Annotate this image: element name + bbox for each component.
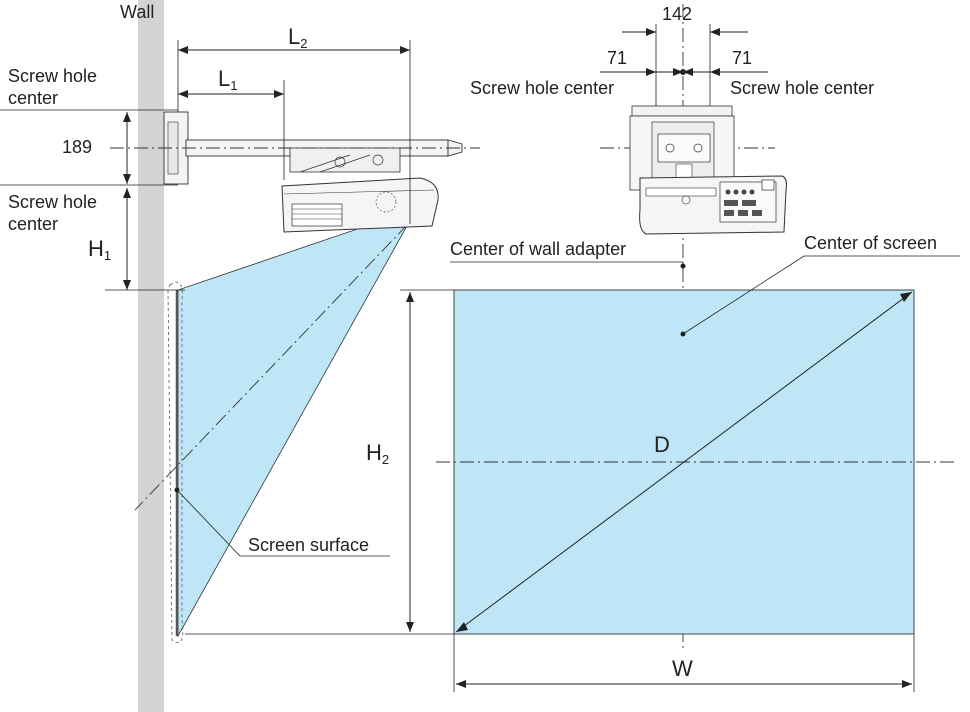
screen-surface-leader xyxy=(176,489,390,557)
projector-side-view xyxy=(281,177,439,233)
wall xyxy=(138,0,164,712)
screen-outline-dashed xyxy=(167,281,184,643)
projection-beam xyxy=(177,223,409,638)
center-of-wall-adapter-dot xyxy=(680,263,686,269)
screen-surface-label: Screen surface xyxy=(248,535,369,555)
dim-142-label: 142 xyxy=(662,4,692,24)
screw-hole-bottom-label-2: center xyxy=(8,214,58,234)
projector-front-view xyxy=(629,105,787,235)
center-of-screen-dot xyxy=(680,331,686,337)
dim-l1-label: L1 xyxy=(218,66,237,93)
screw-hole-top-label-1: Screw hole xyxy=(8,66,97,86)
dim-h2-label: H2 xyxy=(366,440,389,467)
width-label: W xyxy=(672,656,693,681)
screw-hole-bottom-label-1: Screw hole xyxy=(8,192,97,212)
screw-hole-top-label-2: center xyxy=(8,88,58,108)
dim-71-right-label: 71 xyxy=(732,48,752,68)
center-of-screen-label: Center of screen xyxy=(804,233,937,253)
dim-189-label: 189 xyxy=(62,137,92,157)
optical-axis-line xyxy=(134,223,409,511)
diagonal-line xyxy=(455,291,913,633)
diagonal-label: D xyxy=(654,432,670,457)
center-of-wall-adapter-label: Center of wall adapter xyxy=(450,239,626,259)
dim-l2-label: L2 xyxy=(288,24,307,51)
screw-hole-center-left-label: Screw hole center xyxy=(470,78,614,98)
screw-hole-center-right-label: Screw hole center xyxy=(730,78,874,98)
center-of-screen-leader xyxy=(682,255,960,335)
wall-label: Wall xyxy=(120,2,154,22)
dim-71-left-label: 71 xyxy=(607,48,627,68)
dim-h1-label: H1 xyxy=(88,236,111,263)
